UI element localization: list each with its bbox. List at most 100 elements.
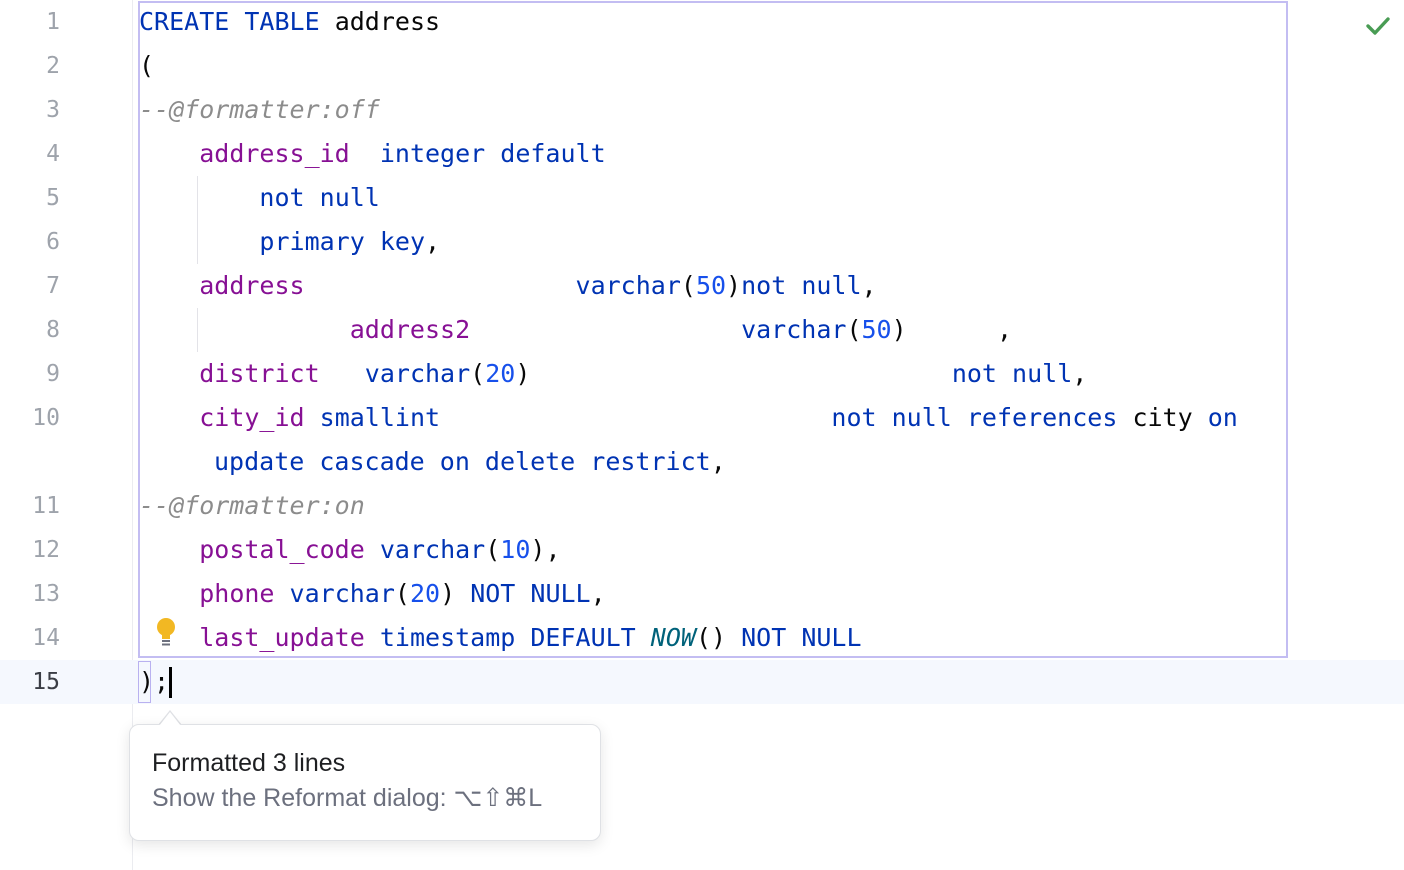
code-text[interactable]: update cascade on delete restrict, [214,440,726,484]
keyword: varchar [289,579,395,608]
line-number[interactable]: 10 [32,405,60,431]
keyword: key [379,227,425,256]
code-text[interactable]: address_id integer default [139,132,606,176]
code-text[interactable]: district varchar(20) not null, [139,352,1087,396]
reformat-dialog-hint[interactable]: Show the Reformat dialog: ⌥⇧⌘L [152,784,543,812]
code-text[interactable]: ( [139,44,154,88]
code-line[interactable]: 9 district varchar(20) not null, [0,352,1404,396]
code-line-wrapped[interactable]: update cascade on delete restrict, [0,440,1404,484]
tooltip-title: Formatted 3 lines [152,749,346,777]
code-token: ( [680,271,696,300]
comment: --@formatter:on [139,491,365,520]
code-token: ) [440,579,471,608]
line-number[interactable]: 9 [46,361,60,387]
number-literal: 20 [485,359,516,388]
code-token: ); [139,667,170,696]
gutter-divider [132,0,133,870]
number-literal: 50 [861,315,892,344]
keyword: not [741,271,787,300]
comment: --@formatter:off [139,95,380,124]
column-name: address [199,271,305,300]
line-number[interactable]: 5 [46,185,60,211]
code-line-current[interactable]: 15 ); [0,660,1404,704]
column-name: address_id [199,139,350,168]
keyword: timestamp DEFAULT [379,623,636,652]
keyword: TABLE [244,7,320,36]
line-number[interactable]: 2 [46,53,60,79]
column-name: city_id [199,403,305,432]
code-line[interactable]: 6 primary key, [0,220,1404,264]
line-number[interactable]: 8 [46,317,60,343]
brace-match-highlight [138,661,151,703]
code-token: , [1072,359,1088,388]
code-line[interactable]: 1 CREATE TABLE address [0,0,1404,44]
line-number[interactable]: 7 [46,273,60,299]
line-number[interactable]: 3 [46,97,60,123]
keyword: CREATE [139,7,230,36]
line-number[interactable]: 15 [32,669,60,695]
code-token: ) [515,359,952,388]
code-text[interactable]: address varchar(50)not null, [139,264,877,308]
line-number[interactable]: 13 [32,581,60,607]
code-text[interactable]: address2 varchar(50) , [139,308,1012,352]
line-number[interactable]: 1 [46,9,60,35]
code-text[interactable]: phone varchar(20) NOT NULL, [139,572,606,616]
code-line[interactable]: 3 --@formatter:off [0,88,1404,132]
line-number[interactable]: 11 [32,493,60,519]
code-token: , [710,447,726,476]
line-number[interactable]: 14 [32,625,60,651]
code-token: ), [530,535,561,564]
checkmark-icon[interactable] [1364,12,1392,40]
code-line[interactable]: 13 phone varchar(20) NOT NULL, [0,572,1404,616]
code-token: ( [470,359,486,388]
code-line[interactable]: 5 not null [0,176,1404,220]
code-line[interactable]: 11 --@formatter:on [0,484,1404,528]
table-name: address [319,7,441,36]
code-text[interactable]: CREATE TABLE address [139,0,440,44]
keyword: not null references [831,403,1118,432]
code-token: , [590,579,606,608]
code-line[interactable]: 14 last_update timestamp DEFAULT NOW() N… [0,616,1404,660]
code-line[interactable]: 7 address varchar(50)not null, [0,264,1404,308]
text-caret [169,667,172,698]
lightbulb-icon[interactable] [154,616,178,650]
code-line[interactable]: 10 city_id smallint not null references … [0,396,1404,440]
keyword: varchar [575,271,681,300]
code-text[interactable]: --@formatter:off [139,88,380,132]
keyword: varchar [364,359,471,388]
code-text[interactable]: postal_code varchar(10), [139,528,561,572]
keyword: default [500,139,606,168]
number-literal: 10 [500,535,531,564]
code-token: ( [485,535,501,564]
tooltip-pointer-fill [159,712,181,726]
line-number[interactable]: 6 [46,229,60,255]
line-number[interactable]: 12 [32,537,60,563]
code-token: ( [846,315,862,344]
keyword: integer [379,139,486,168]
column-name: address2 [349,315,471,344]
code-line[interactable]: 8 address2 varchar(50) , [0,308,1404,352]
code-token: () [695,623,742,652]
code-text[interactable]: --@formatter:on [139,484,365,528]
keyword: null [319,183,380,212]
code-text[interactable]: city_id smallint not null references cit… [139,396,1238,440]
code-token: ( [139,51,155,80]
line-number[interactable]: 4 [46,141,60,167]
keyword: on [1207,403,1238,432]
code-text[interactable]: not null [139,176,380,220]
column-name: last_update [199,623,365,652]
keyword: not [951,359,997,388]
code-line[interactable]: 4 address_id integer default [0,132,1404,176]
code-line[interactable]: 12 postal_code varchar(10), [0,528,1404,572]
column-name: postal_code [199,535,365,564]
code-text[interactable]: primary key, [139,220,440,264]
indent-guide [197,308,198,352]
indent-guide [197,176,198,264]
code-text[interactable]: ); [139,660,169,704]
code-line[interactable]: 2 ( [0,44,1404,88]
code-text[interactable]: last_update timestamp DEFAULT NOW() NOT … [139,616,861,660]
code-token: , [861,271,877,300]
formatted-region-highlight [138,1,1288,658]
current-line-highlight [0,660,1404,704]
code-token: , [425,227,441,256]
